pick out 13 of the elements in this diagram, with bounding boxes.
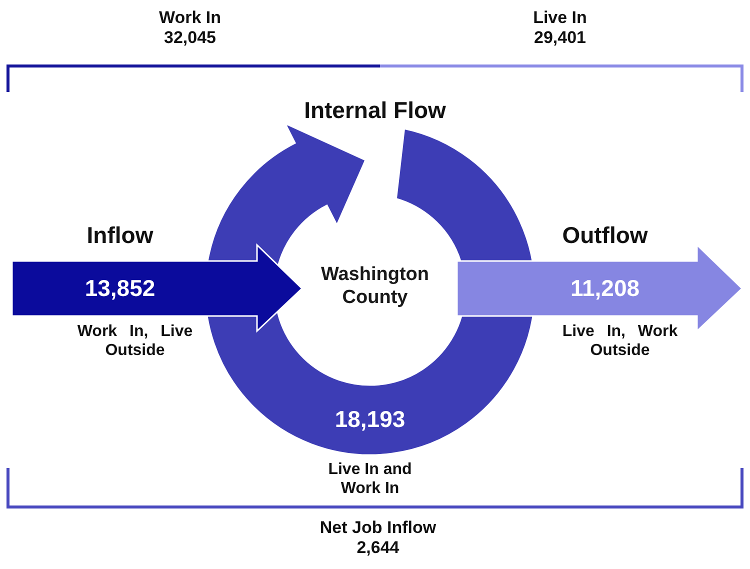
place-name: Washington County: [320, 264, 430, 310]
bracket-label: Live In 29,401: [532, 8, 588, 49]
value-label: 13,852: [84, 275, 156, 303]
bracket-label: Work In 32,045: [158, 8, 222, 49]
bracket-label: Net Job Inflow 2,644: [318, 518, 438, 559]
description-label: Live In, Work Outside: [562, 322, 678, 360]
description-label: Work In, Live Outside: [77, 322, 193, 360]
heading: Internal Flow: [303, 97, 447, 125]
heading: Inflow: [86, 222, 154, 250]
value-label: 18,193: [334, 406, 406, 434]
value-label: 11,208: [569, 275, 641, 303]
heading: Outflow: [561, 222, 649, 250]
description-label: Live In and Work In: [327, 460, 413, 498]
